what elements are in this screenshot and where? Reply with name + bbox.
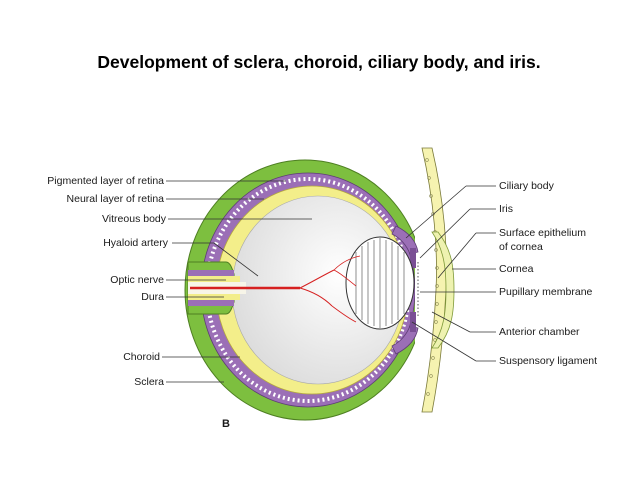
iris-lower (410, 312, 416, 332)
lens (345, 236, 415, 330)
label-cornea: Cornea (499, 263, 534, 275)
label-sclera: Sclera (134, 376, 164, 388)
iris-upper (410, 248, 416, 268)
label-choroid: Choroid (123, 351, 160, 363)
label-surface-epithelium-1: Surface epithelium (499, 227, 586, 239)
label-vitreous-body: Vitreous body (102, 213, 167, 225)
figure-letter: B (222, 418, 230, 430)
label-pigmented-layer: Pigmented layer of retina (47, 175, 164, 187)
label-optic-nerve: Optic nerve (110, 274, 164, 286)
surface-epithelium-dots (425, 158, 439, 396)
label-suspensory-ligament: Suspensory ligament (499, 355, 597, 367)
page-title: Development of sclera, choroid, ciliary … (97, 52, 541, 72)
label-hyaloid-artery: Hyaloid artery (103, 237, 169, 249)
label-anterior-chamber: Anterior chamber (499, 326, 580, 338)
left-leader-lines (162, 180, 312, 383)
cornea (431, 231, 455, 349)
surface-epithelium (421, 147, 447, 413)
label-surface-epithelium-2: of cornea (499, 241, 543, 253)
label-dura: Dura (141, 291, 164, 303)
right-leader-lines (405, 185, 496, 362)
label-iris: Iris (499, 203, 513, 215)
hyaloid-artery (190, 255, 361, 323)
label-neural-layer: Neural layer of retina (67, 193, 165, 205)
label-pupillary-membrane: Pupillary membrane (499, 286, 593, 298)
label-ciliary-body: Ciliary body (499, 180, 555, 192)
